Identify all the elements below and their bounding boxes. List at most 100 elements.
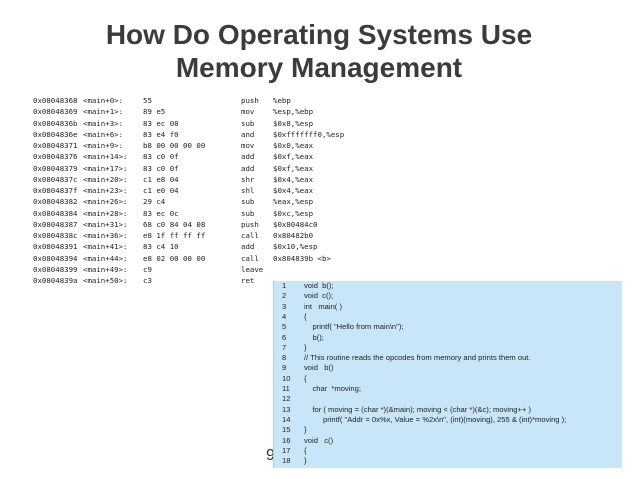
- offset-label: <main+1>:: [83, 107, 124, 117]
- instruction-mnemonic: call: [241, 253, 259, 263]
- opcode-bytes: c1 e0 04: [143, 186, 179, 195]
- line-number: 8: [282, 353, 287, 363]
- instruction-operands: %eax,%esp: [273, 197, 314, 207]
- line-number: 10: [282, 373, 291, 383]
- opcode-bytes: b8 00 00 00 00: [143, 141, 206, 150]
- instruction-mnemonic: sub: [241, 208, 255, 218]
- line-number: 4: [282, 311, 287, 321]
- title-line-1: How Do Operating Systems Use: [105, 19, 533, 50]
- title-line-2: Memory Management: [175, 52, 463, 83]
- line-number: 18: [282, 456, 291, 466]
- line-number: 5: [282, 322, 287, 332]
- code-text: }: [304, 342, 307, 352]
- opcode-bytes: 83 e4 f0: [143, 129, 179, 139]
- address: 0x0804839a: [33, 276, 78, 285]
- line-number: 2: [282, 291, 287, 301]
- line-number: 3: [282, 301, 287, 311]
- line-number: 15: [282, 425, 291, 435]
- offset-label: <main+14>:: [83, 152, 128, 162]
- instruction-mnemonic: push: [241, 96, 259, 105]
- address: 0x0804836e: [33, 129, 78, 139]
- code-text: void b();: [304, 281, 334, 290]
- opcode-bytes: 83 ec 08: [143, 118, 179, 128]
- instruction-operands: $0xc,%esp: [273, 208, 314, 218]
- instruction-mnemonic: mov: [241, 141, 255, 150]
- offset-label: <main+49>:: [83, 264, 128, 274]
- address: 0x08048394: [33, 253, 78, 263]
- address: 0x0804837c: [33, 174, 78, 184]
- opcode-bytes: 83 ec 0c: [143, 208, 179, 218]
- code-text: for ( moving = (char *)(&main); moving <…: [304, 404, 532, 414]
- instruction-mnemonic: and: [241, 129, 255, 139]
- offset-label: <main+28>:: [83, 208, 128, 218]
- opcode-bytes: e8 1f ff ff ff: [143, 231, 206, 240]
- code-text: {: [304, 311, 307, 321]
- address: 0x08048382: [33, 197, 78, 207]
- instruction-mnemonic: push: [241, 219, 259, 229]
- opcode-bytes: 83 c0 0f: [143, 152, 179, 162]
- code-text: printf( "Hello from main\n");: [304, 322, 404, 332]
- instruction-operands: 0x80482b0: [273, 231, 314, 240]
- offset-label: <main+23>:: [83, 186, 128, 195]
- instruction-operands: $0x80484c0: [273, 219, 318, 229]
- instruction-operands: $0x10,%esp: [273, 242, 318, 252]
- instruction-mnemonic: call: [241, 231, 259, 240]
- instruction-mnemonic: sub: [241, 118, 255, 128]
- instruction-operands: 0x804839b <b>: [273, 253, 331, 263]
- instruction-mnemonic: sub: [241, 197, 255, 207]
- offset-label: <main+9>:: [83, 141, 124, 150]
- instruction-mnemonic: add: [241, 242, 255, 252]
- instruction-mnemonic: add: [241, 152, 255, 162]
- opcode-bytes: c3: [143, 276, 152, 285]
- address: 0x08048376: [33, 152, 78, 162]
- line-number: 12: [282, 394, 291, 404]
- code-text: b();: [304, 332, 324, 342]
- code-text: printf( "Addr = 0x%x, Value = %2x\n", (i…: [304, 414, 567, 424]
- code-text: {: [304, 373, 307, 383]
- offset-label: <main+0>:: [83, 96, 124, 105]
- offset-label: <main+6>:: [83, 129, 124, 139]
- instruction-mnemonic: leave: [241, 264, 264, 274]
- instruction-operands: $0x0,%eax: [273, 141, 314, 150]
- code-text: // This routine reads the opcodes from m…: [304, 353, 531, 363]
- opcode-bytes: 83 c4 10: [143, 242, 179, 252]
- address: 0x0804838c: [33, 231, 78, 240]
- instruction-mnemonic: shl: [241, 186, 255, 195]
- line-number: 13: [282, 404, 291, 414]
- code-text: void c(): [304, 435, 334, 445]
- offset-label: <main+41>:: [83, 242, 128, 252]
- code-text: char *moving;: [304, 384, 361, 393]
- opcode-bytes: 68 c0 84 04 08: [143, 219, 206, 229]
- line-number: 14: [282, 414, 291, 424]
- instruction-operands: $0x4,%eax: [273, 174, 314, 184]
- page-number: 9: [266, 447, 275, 464]
- offset-label: <main+31>:: [83, 219, 128, 229]
- code-text: }: [304, 425, 307, 435]
- offset-label: <main+20>:: [83, 174, 128, 184]
- code-text: void b(): [304, 363, 334, 373]
- offset-label: <main+44>:: [83, 253, 128, 263]
- offset-label: <main+50>:: [83, 276, 128, 285]
- opcode-bytes: 29 c4: [143, 197, 166, 207]
- address: 0x08048399: [33, 264, 78, 274]
- instruction-operands: $0xfffffff0,%esp: [273, 129, 345, 139]
- instruction-mnemonic: add: [241, 163, 255, 173]
- address: 0x08048384: [33, 208, 78, 218]
- address: 0x08048387: [33, 219, 78, 229]
- address: 0x08048369: [33, 107, 78, 117]
- instruction-mnemonic: mov: [241, 107, 255, 117]
- instruction-operands: $0x8,%esp: [273, 118, 314, 128]
- offset-label: <main+36>:: [83, 231, 128, 240]
- line-number: 9: [282, 363, 287, 373]
- instruction-mnemonic: shr: [241, 174, 255, 184]
- line-number: 17: [282, 445, 291, 455]
- instruction-operands: %esp,%ebp: [273, 107, 314, 117]
- line-number: 7: [282, 342, 287, 352]
- offset-label: <main+26>:: [83, 197, 128, 207]
- address: 0x08048371: [33, 141, 78, 150]
- instruction-mnemonic: ret: [241, 276, 255, 285]
- line-number: 6: [282, 332, 287, 342]
- address: 0x08048391: [33, 242, 78, 252]
- slide-title: How Do Operating Systems Use Memory Mana…: [0, 18, 638, 84]
